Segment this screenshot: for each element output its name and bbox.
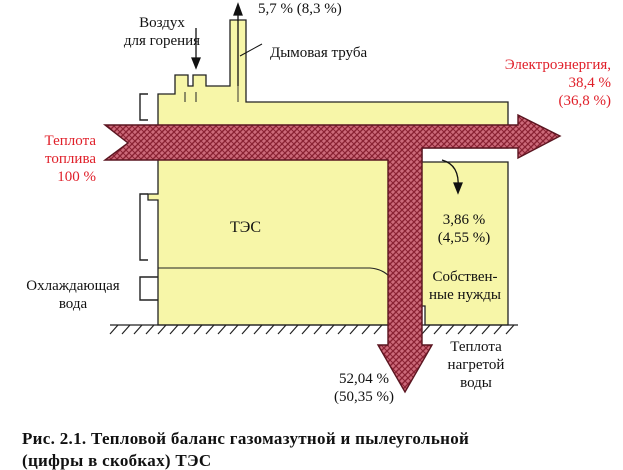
hot-water-label: Теплота нагретой воды	[438, 338, 514, 392]
energy-flow	[102, 113, 562, 394]
caption-line2: (цифры в скобках) ТЭС	[22, 451, 212, 470]
hot-water-line2: нагретой	[447, 357, 505, 373]
chimney-label: Дымовая труба	[270, 45, 368, 61]
own-needs-line1: Собствен-	[432, 269, 498, 285]
electricity-label: Электроэнергия, 38,4 % (36,8 %)	[440, 56, 611, 110]
chimney-arrowhead	[233, 2, 243, 16]
own-needs-percent-line2: (4,55 %)	[437, 230, 491, 246]
electricity-percent: 38,4 %	[568, 75, 612, 91]
figure-caption: Рис. 2.1. Тепловой баланс газомазутной и…	[22, 428, 607, 470]
hot-water-line3: воды	[460, 375, 492, 391]
electricity-label-line1: Электроэнергия,	[504, 57, 611, 73]
flow-arrow	[102, 113, 562, 394]
hot-water-percent-line2: (50,35 %)	[334, 389, 394, 405]
plant-label: ТЭС	[230, 219, 262, 236]
hot-water-percent-line1: 52,04 %	[339, 371, 389, 387]
chimney-percent: 5,7 % (8,3 %)	[258, 1, 342, 17]
air-label-line1: Воздух	[139, 15, 185, 31]
cooling-water-line2: вода	[58, 296, 88, 312]
electricity-percent-coal: (36,8 %)	[558, 93, 612, 109]
air-label: Воздух для горения	[122, 14, 202, 50]
own-needs-line2: ные нужды	[429, 287, 501, 303]
left-brackets	[139, 93, 158, 301]
cooling-water-label: Охлаждающая вода	[14, 277, 132, 313]
own-needs-percent-line1: 3,86 %	[442, 212, 486, 228]
ground	[109, 324, 518, 335]
fuel-heat-percent: 100 %	[57, 169, 96, 185]
own-needs-percent: 3,86 % (4,55 %)	[428, 211, 500, 247]
own-needs-label: Собствен- ные нужды	[422, 268, 508, 304]
own-needs-arrowhead	[453, 182, 463, 195]
air-label-line2: для горения	[123, 33, 201, 49]
hot-water-line1: Теплота	[450, 339, 502, 355]
caption-line1: Рис. 2.1. Тепловой баланс газомазутной и…	[22, 429, 470, 448]
chimney-pointer	[239, 43, 263, 57]
air-arrowhead	[191, 57, 201, 70]
hot-water-percent: 52,04 % (50,35 %)	[326, 370, 402, 406]
cooling-water-line1: Охлаждающая	[26, 278, 120, 294]
small-arrows	[191, 2, 463, 195]
fuel-heat-label: Теплота топлива 100 %	[6, 132, 96, 186]
fuel-heat-line1: Теплота	[44, 133, 96, 149]
fuel-heat-line2: топлива	[45, 151, 96, 167]
